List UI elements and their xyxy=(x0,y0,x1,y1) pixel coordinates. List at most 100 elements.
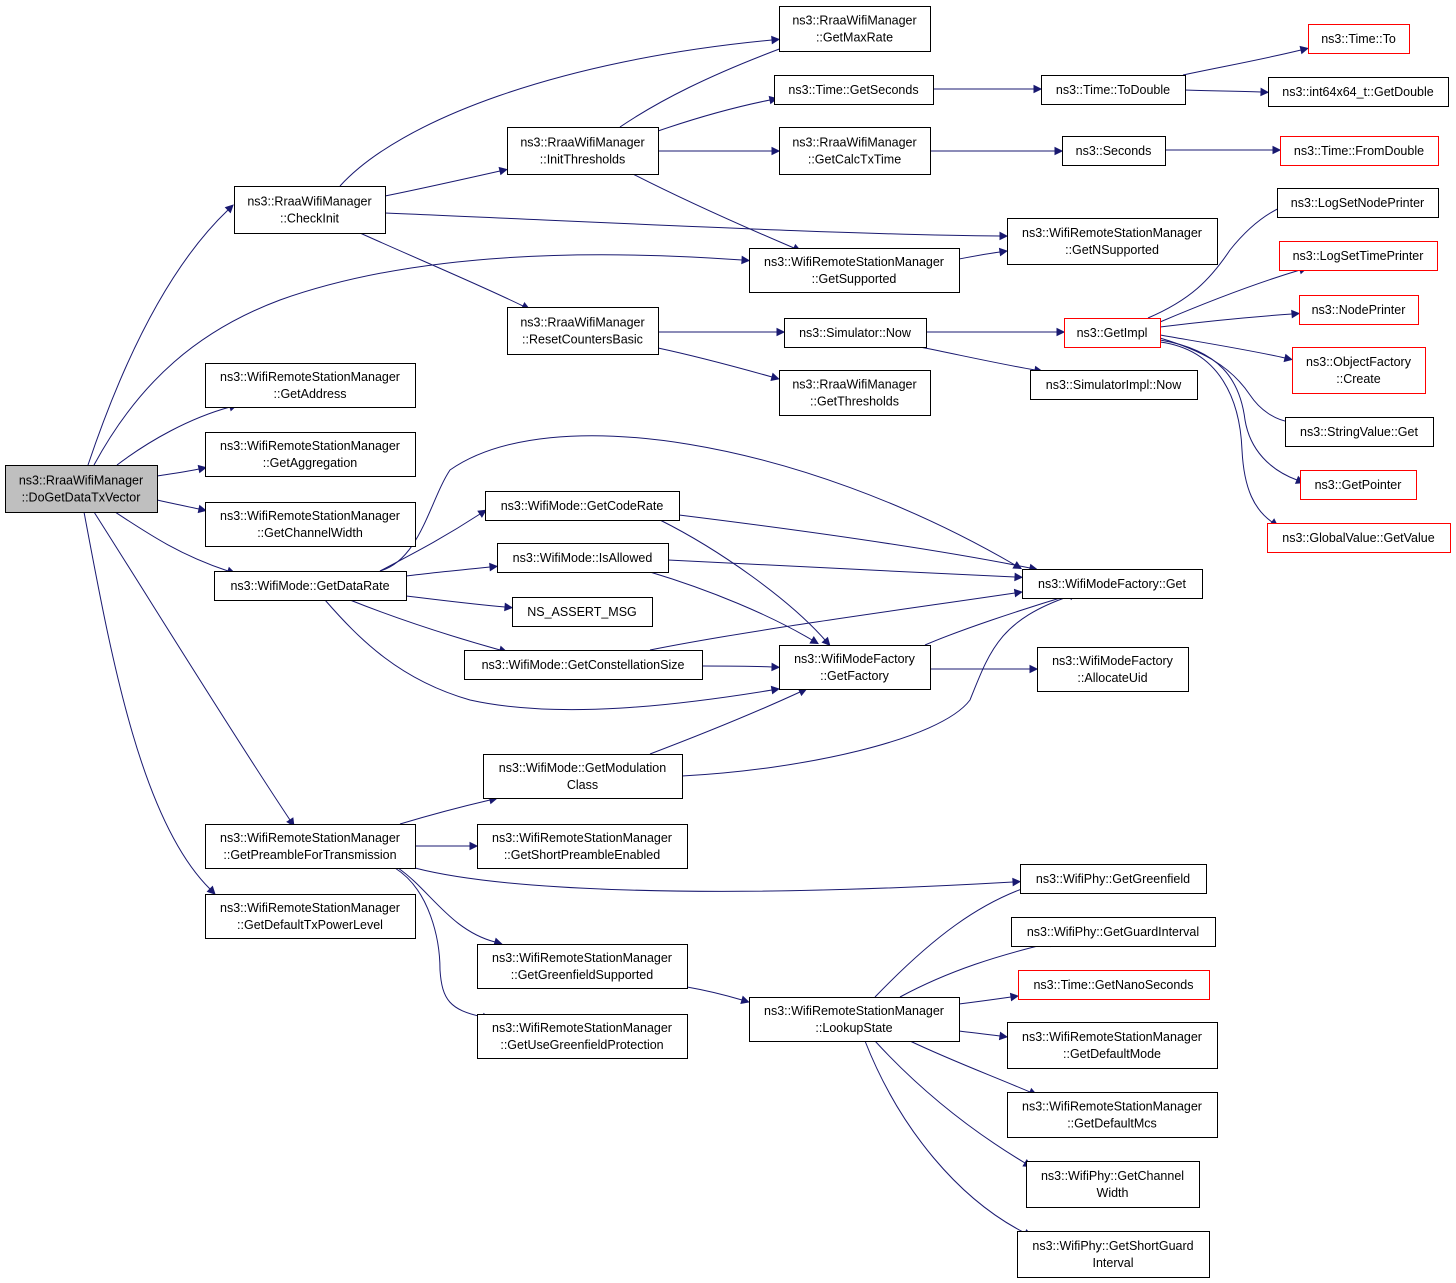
node-box xyxy=(483,754,683,799)
node-n43[interactable]: ns3::LogSetNodePrinter xyxy=(1277,188,1439,218)
edge-n6-to-n15 xyxy=(415,841,479,851)
node-n30[interactable]: ns3::SimulatorImpl::Now xyxy=(1030,370,1198,400)
node-n34[interactable]: ns3::WifiPhy::GetGuardInterval xyxy=(1011,917,1216,947)
node-n35[interactable]: ns3::Time::GetNanoSeconds xyxy=(1018,970,1210,1000)
node-box xyxy=(1018,970,1210,1000)
node-n27[interactable]: ns3::Seconds xyxy=(1062,136,1166,166)
edge-n0-to-n4 xyxy=(156,499,207,514)
node-n44[interactable]: ns3::LogSetTimePrinter xyxy=(1279,241,1438,271)
node-n5[interactable]: ns3::WifiMode::GetDataRate xyxy=(214,571,407,601)
node-n25[interactable]: ns3::WifiRemoteStationManager::LookupSta… xyxy=(749,997,960,1042)
node-n38[interactable]: ns3::WifiPhy::GetChannelWidth xyxy=(1026,1161,1200,1208)
node-n46[interactable]: ns3::ObjectFactory::Create xyxy=(1292,347,1426,394)
node-label: ns3::WifiMode::GetConstellationSize xyxy=(482,658,685,672)
edge-line xyxy=(864,1040,1026,1234)
arrowhead xyxy=(286,817,295,827)
node-n12[interactable]: NS_ASSERT_MSG xyxy=(512,597,653,627)
node-box xyxy=(784,318,927,348)
node-label: ::GetDefaultMode xyxy=(1063,1047,1161,1061)
edge-line xyxy=(681,595,1071,777)
node-n45[interactable]: ns3::NodePrinter xyxy=(1299,295,1419,325)
node-n48[interactable]: ns3::GetPointer xyxy=(1300,470,1417,500)
node-n41[interactable]: ns3::int64x64_t::GetDouble xyxy=(1268,77,1449,107)
node-n10[interactable]: ns3::WifiMode::GetCodeRate xyxy=(485,491,680,521)
node-n9[interactable]: ns3::RraaWifiManager::ResetCountersBasic xyxy=(507,307,659,355)
arrowhead xyxy=(489,562,499,572)
arrowhead xyxy=(1033,84,1043,94)
node-n0[interactable]: ns3::RraaWifiManager::DoGetDataTxVector xyxy=(5,465,158,513)
node-n31[interactable]: ns3::WifiModeFactory::Get xyxy=(1022,569,1203,599)
arrowhead xyxy=(770,372,780,382)
node-n29[interactable]: ns3::GetImpl xyxy=(1064,318,1161,348)
node-n18[interactable]: ns3::RraaWifiManager::GetMaxRate xyxy=(779,6,931,52)
node-n24[interactable]: ns3::WifiModeFactory::GetFactory xyxy=(779,645,931,690)
arrowhead xyxy=(776,327,786,337)
node-n21[interactable]: ns3::WifiRemoteStationManager::GetSuppor… xyxy=(749,248,960,293)
node-n15[interactable]: ns3::WifiRemoteStationManager::GetShortP… xyxy=(477,824,688,869)
node-label: ::GetFactory xyxy=(820,669,890,683)
node-n47[interactable]: ns3::StringValue::Get xyxy=(1285,417,1434,447)
arrowhead xyxy=(1291,309,1301,319)
node-box xyxy=(205,363,416,408)
edge-n24-to-n31 xyxy=(924,590,1078,646)
edge-n8-to-n20 xyxy=(658,146,781,156)
node-n19[interactable]: ns3::Time::GetSeconds xyxy=(774,75,934,105)
edge-line xyxy=(156,468,200,477)
node-n11[interactable]: ns3::WifiMode::IsAllowed xyxy=(497,543,669,573)
node-box xyxy=(1279,241,1438,271)
node-n4[interactable]: ns3::WifiRemoteStationManager::GetChanne… xyxy=(205,502,416,547)
node-n17[interactable]: ns3::WifiRemoteStationManager::GetUseGre… xyxy=(477,1014,688,1059)
node-n22[interactable]: ns3::Simulator::Now xyxy=(784,318,927,348)
node-box xyxy=(1020,864,1207,894)
node-label: ns3::WifiRemoteStationManager xyxy=(220,509,400,523)
node-n28[interactable]: ns3::WifiRemoteStationManager::GetNSuppo… xyxy=(1007,218,1218,265)
edge-line xyxy=(632,173,795,249)
edge-n5-to-n13 xyxy=(349,599,508,655)
node-label: ns3::WifiPhy::GetShortGuard xyxy=(1032,1239,1193,1253)
node-n1[interactable]: ns3::RraaWifiManager::CheckInit xyxy=(234,186,386,234)
node-n7[interactable]: ns3::WifiRemoteStationManager::GetDefaul… xyxy=(205,894,416,939)
edge-line xyxy=(114,511,229,572)
arrowhead xyxy=(224,204,234,214)
edge-n1-to-n28 xyxy=(384,212,1009,241)
node-n37[interactable]: ns3::WifiRemoteStationManager::GetDefaul… xyxy=(1007,1092,1218,1138)
edge-n29-to-n44 xyxy=(1159,266,1308,323)
edge-line xyxy=(87,209,229,466)
node-label: ::GetAggregation xyxy=(263,456,358,470)
arrowhead xyxy=(771,146,781,156)
edge-n5-to-n12 xyxy=(405,595,514,612)
node-n32[interactable]: ns3::WifiModeFactory::AllocateUid xyxy=(1037,647,1189,692)
node-label: ns3::Seconds xyxy=(1076,144,1152,158)
node-label: ::ResetCountersBasic xyxy=(522,333,643,347)
node-label: Class xyxy=(567,778,598,792)
node-label: ::InitThresholds xyxy=(540,153,625,167)
edge-n29-to-n48 xyxy=(1159,339,1305,484)
node-n40[interactable]: ns3::Time::To xyxy=(1308,24,1410,54)
node-n33[interactable]: ns3::WifiPhy::GetGreenfield xyxy=(1020,864,1207,894)
node-label: ns3::int64x64_t::GetDouble xyxy=(1282,85,1434,99)
edge-n27-to-n42 xyxy=(1164,145,1282,155)
node-box xyxy=(477,944,688,989)
node-label: ns3::RraaWifiManager xyxy=(247,195,371,209)
node-box xyxy=(1037,647,1189,692)
node-n3[interactable]: ns3::WifiRemoteStationManager::GetAggreg… xyxy=(205,432,416,477)
node-n36[interactable]: ns3::WifiRemoteStationManager::GetDefaul… xyxy=(1007,1022,1218,1069)
node-box xyxy=(477,1014,688,1059)
node-n2[interactable]: ns3::WifiRemoteStationManager::GetAddres… xyxy=(205,363,416,408)
node-n13[interactable]: ns3::WifiMode::GetConstellationSize xyxy=(464,650,703,680)
node-n42[interactable]: ns3::Time::FromDouble xyxy=(1280,136,1439,166)
node-n23[interactable]: ns3::RraaWifiManager::GetThresholds xyxy=(779,370,931,416)
node-n8[interactable]: ns3::RraaWifiManager::InitThresholds xyxy=(507,127,659,175)
edge-line xyxy=(899,942,1051,998)
edge-line xyxy=(83,511,211,890)
node-n6[interactable]: ns3::WifiRemoteStationManager::GetPreamb… xyxy=(205,824,416,869)
node-box xyxy=(234,186,386,234)
node-n16[interactable]: ns3::WifiRemoteStationManager::GetGreenf… xyxy=(477,944,688,989)
node-n49[interactable]: ns3::GlobalValue::GetValue xyxy=(1267,523,1451,553)
node-n20[interactable]: ns3::RraaWifiManager::GetCalcTxTime xyxy=(779,127,931,175)
node-box xyxy=(1030,370,1198,400)
node-label: ns3::WifiPhy::GetGuardInterval xyxy=(1027,925,1199,939)
node-n26[interactable]: ns3::Time::ToDouble xyxy=(1041,75,1186,105)
